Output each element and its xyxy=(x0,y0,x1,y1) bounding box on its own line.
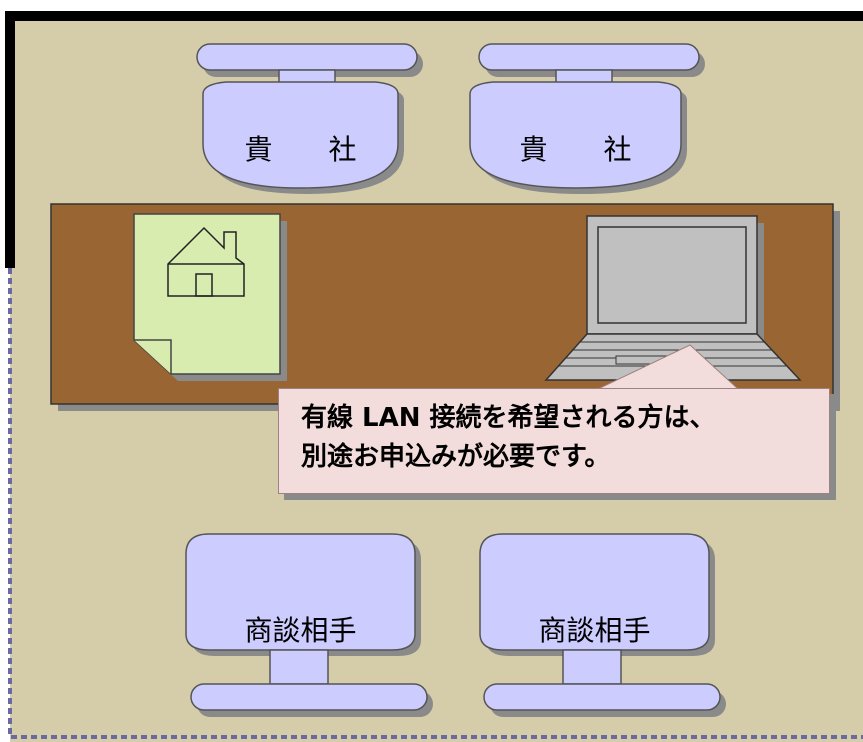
wired-lan-callout: 有線 LAN 接続を希望される方は、 別途お申込みが必要です。 xyxy=(278,388,830,494)
chair-label-top-right: 貴 社 xyxy=(519,133,632,166)
chair-bottom-left xyxy=(185,533,433,717)
callout-line-2: 別途お申込みが必要です。 xyxy=(301,442,611,472)
callout-line-1: 有線 LAN 接続を希望される方は、 xyxy=(301,403,716,433)
chair-top-left xyxy=(196,43,423,194)
chair-top-right xyxy=(469,43,705,194)
house-document-icon xyxy=(133,213,287,381)
chair-label-bottom-right: 商談相手 xyxy=(538,614,651,647)
chair-label-top-left: 貴 社 xyxy=(244,133,357,166)
chair-label-bottom-left: 商談相手 xyxy=(244,614,357,647)
chair-bottom-right xyxy=(479,533,726,717)
laptop-icon xyxy=(544,215,802,381)
solid-wall xyxy=(5,11,863,268)
